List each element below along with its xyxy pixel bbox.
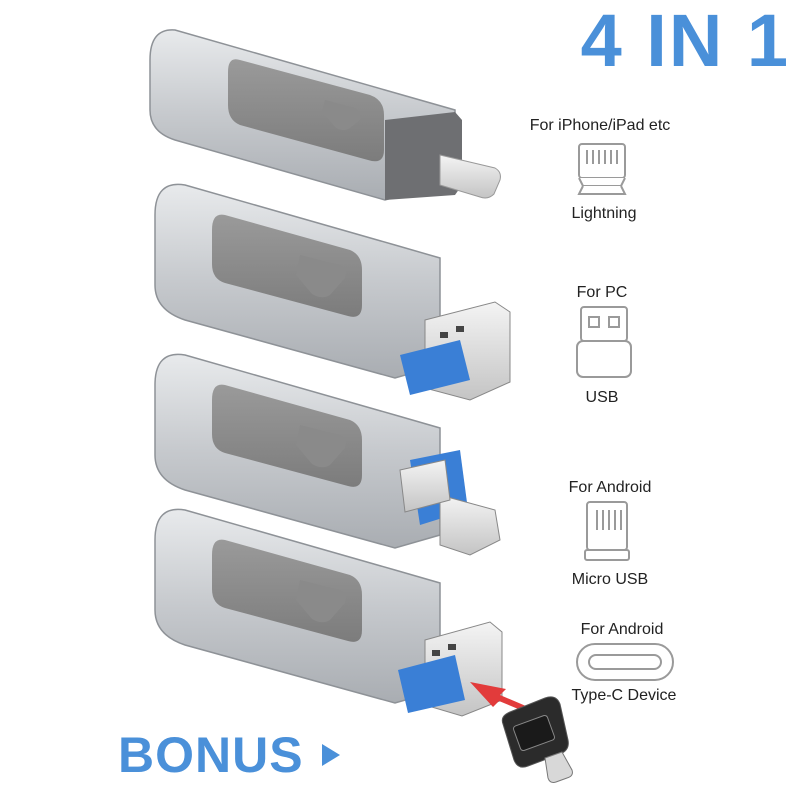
- drive-usb: [154, 183, 511, 401]
- bonus-label: BONUS: [118, 727, 304, 783]
- connector-usb-top-label: For PC: [576, 284, 628, 301]
- connector-micro-usb-top-label: For Android: [568, 479, 652, 496]
- drive-type-c: [154, 508, 573, 783]
- connector-type-c-bottom-label: Type-C Device: [571, 687, 677, 704]
- connector-lightning-bottom-label: Lightning: [571, 205, 637, 222]
- connector-micro-usb-bottom-label: Micro USB: [571, 571, 649, 588]
- play-triangle-icon: [322, 744, 340, 766]
- usb-connector-icon: [576, 306, 632, 378]
- type-c-connector-icon: [576, 643, 674, 681]
- micro-usb-connector-icon: [584, 501, 630, 561]
- connector-lightning-top-label: For iPhone/iPad etc: [529, 117, 671, 134]
- type-c-adapter-icon: [501, 696, 573, 783]
- drive-micro-usb: [154, 353, 501, 556]
- drive-lightning: [149, 29, 501, 201]
- headline-title: 4 IN 1: [580, 0, 790, 82]
- lightning-connector-icon: [577, 143, 627, 195]
- connector-usb-bottom-label: USB: [585, 389, 619, 406]
- connector-type-c-top-label: For Android: [580, 621, 664, 638]
